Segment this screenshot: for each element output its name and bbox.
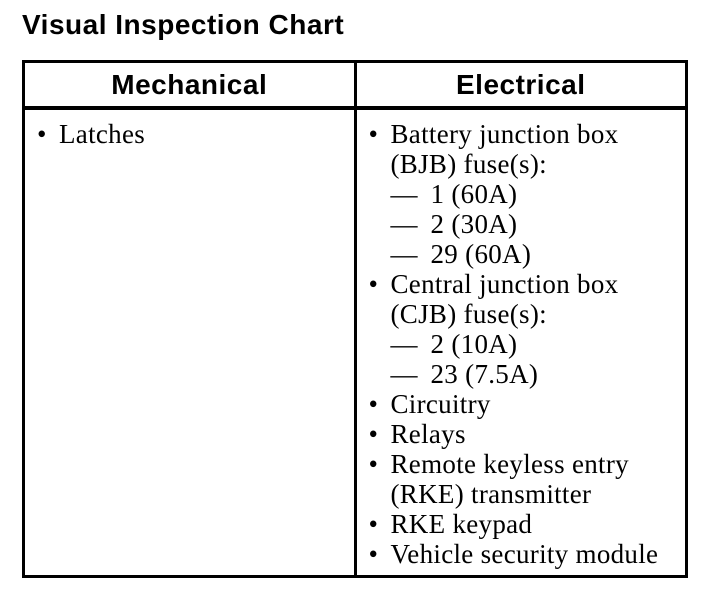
bullet-icon: • <box>368 119 379 149</box>
item-text: 29 (60A) <box>430 239 532 269</box>
item-text: Circuitry <box>390 389 491 419</box>
list-item: • Vehicle security module <box>369 539 678 569</box>
list-item: • Central junction box (CJB) fuse(s): <box>369 269 678 329</box>
list-item: • Relays <box>369 419 678 449</box>
bullet-icon: • <box>368 269 379 299</box>
item-text: Battery junction box (BJB) fuse(s): <box>390 119 619 179</box>
bullet-icon: • <box>368 449 379 479</box>
column-header-mechanical: Mechanical <box>111 68 268 100</box>
item-text: 2 (10A) <box>430 329 518 359</box>
dash-icon: — <box>390 179 418 209</box>
dash-icon: — <box>390 209 418 239</box>
item-text: Relays <box>390 419 466 449</box>
table-header-row: Mechanical Electrical <box>25 63 685 110</box>
bullet-icon: • <box>368 389 379 419</box>
list-subitem: — 23 (7.5A) <box>391 359 678 389</box>
list-item: • Remote keyless entry (RKE) transmitter <box>369 449 678 509</box>
item-text: 2 (30A) <box>430 209 518 239</box>
list-subitem: — 2 (30A) <box>391 209 678 239</box>
list-item: • Circuitry <box>369 389 678 419</box>
list-subitem: — 29 (60A) <box>391 239 678 269</box>
page-title: Visual Inspection Chart <box>22 9 345 40</box>
column-header-electrical: Electrical <box>353 63 686 106</box>
item-text: Latches <box>59 119 146 149</box>
dash-icon: — <box>390 359 418 389</box>
list-item: • Battery junction box (BJB) fuse(s): <box>369 119 678 179</box>
item-text: Vehicle security module <box>390 539 659 569</box>
table-body-row: • Latches • Battery junction box (BJB) f… <box>25 110 685 575</box>
dash-icon: — <box>390 329 418 359</box>
visual-inspection-table: Mechanical Electrical • Latches • Batter… <box>22 60 688 578</box>
item-text: RKE keypad <box>390 509 533 539</box>
dash-icon: — <box>390 239 418 269</box>
item-text: 1 (60A) <box>430 179 518 209</box>
bullet-icon: • <box>368 419 379 449</box>
list-subitem: — 2 (10A) <box>391 329 678 359</box>
item-text: Remote keyless entry (RKE) transmitter <box>390 449 629 509</box>
bullet-icon: • <box>368 539 379 569</box>
bullet-icon: • <box>37 119 47 149</box>
item-text: 23 (7.5A) <box>430 359 539 389</box>
list-item: • RKE keypad <box>369 509 678 539</box>
electrical-cell: • Battery junction box (BJB) fuse(s): — … <box>353 110 686 575</box>
item-text: Central junction box (CJB) fuse(s): <box>390 269 619 329</box>
mechanical-cell: • Latches <box>25 110 354 575</box>
list-item: • Latches <box>37 119 346 149</box>
bullet-icon: • <box>368 509 379 539</box>
list-subitem: — 1 (60A) <box>391 179 678 209</box>
